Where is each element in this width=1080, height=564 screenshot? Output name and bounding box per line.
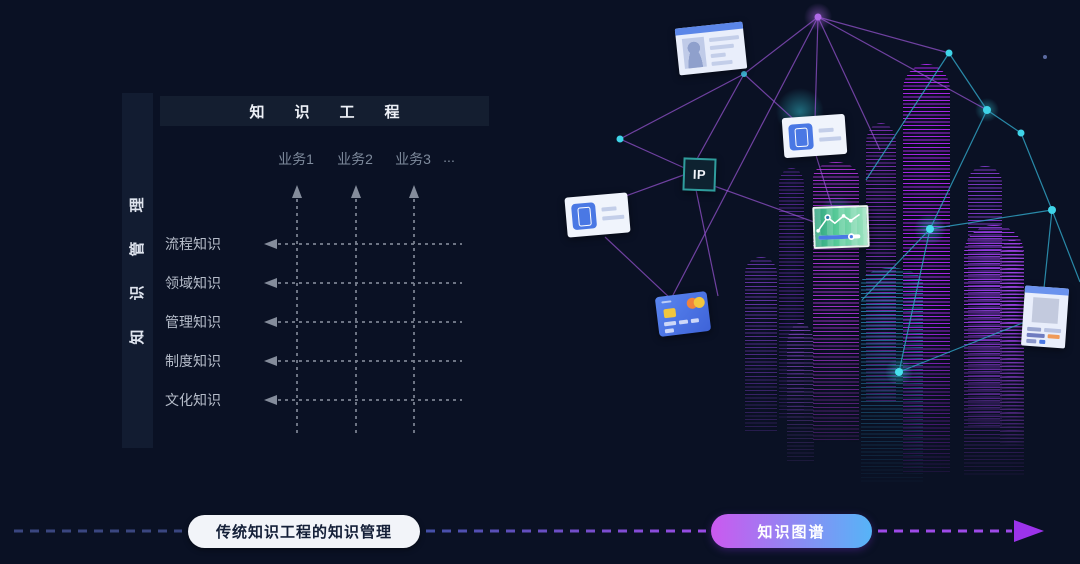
column-header-business2: 业务2 bbox=[337, 151, 373, 167]
timeline-arrowhead-icon bbox=[1014, 520, 1044, 542]
column-header-business3: 业务3 bbox=[395, 151, 431, 167]
row-label-policy-knowledge: 制度知识 bbox=[165, 353, 221, 369]
timeline-label-knowledge-graph: 知识图谱 bbox=[711, 514, 872, 548]
row-label-management-knowledge: 管理知识 bbox=[165, 314, 221, 330]
timeline-right-text: 知识图谱 bbox=[757, 523, 826, 541]
column-header-business1: 业务1 bbox=[278, 151, 314, 167]
row-label-process-knowledge: 流程知识 bbox=[165, 236, 221, 252]
row-label-domain-knowledge: 领域知识 bbox=[165, 275, 221, 291]
network-links-cyan bbox=[861, 52, 1080, 373]
timeline-label-traditional-ke: 传统知识工程的知识管理 bbox=[188, 515, 420, 548]
arrowheads bbox=[264, 185, 419, 405]
matrix-title-bar: 知识工程 bbox=[160, 96, 489, 126]
line-chart bbox=[816, 213, 861, 241]
timeline-left-text: 传统知识工程的知识管理 bbox=[215, 524, 392, 541]
vertical-label-knowledge-management: 理 管 识 知 bbox=[122, 93, 153, 448]
row-label-culture-knowledge: 文化知识 bbox=[165, 392, 221, 408]
matrix-title: 知识工程 bbox=[249, 103, 430, 121]
column-header-ellipsis: ... bbox=[443, 149, 455, 165]
matrix-grid-arrows bbox=[264, 185, 462, 433]
line-chart-card-icon bbox=[812, 205, 870, 249]
network-nodes bbox=[616, 13, 1056, 376]
